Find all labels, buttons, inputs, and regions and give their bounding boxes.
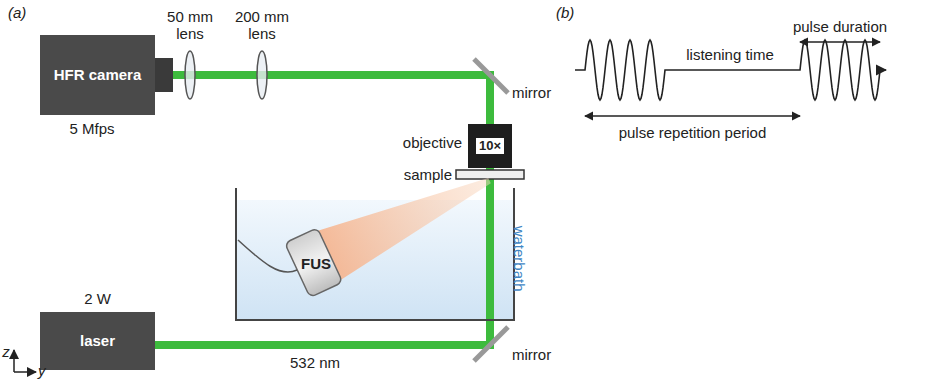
mirror-label: mirror [512,346,572,363]
dimension-label: pulse repetition period [600,124,785,141]
wavelength: 532 nm [280,354,350,371]
pulse-waveform [575,40,886,100]
power-label: 2 W [40,290,155,307]
axis-label: z [0,343,12,360]
laser-box: 2 Wlaser [40,312,155,370]
sample-label: sample [392,166,452,183]
axis [14,371,36,373]
frame-rate: 5 Mfps [52,120,132,137]
fus-label: FUS [296,254,336,274]
node-label: HFR camera [54,66,142,83]
lens [257,51,267,99]
cable [238,240,297,272]
panel-label: (a) [8,4,48,21]
waterbath-tank: waterbathFUS [236,188,514,320]
node-label: waterbath [510,226,527,292]
node-label: 10× [476,138,504,155]
node-label: laser [80,332,115,349]
interval-label: listening time [670,46,790,63]
camera-lens [155,58,173,92]
dimension-label: pulse duration [780,18,900,35]
dimension-arrow [585,115,800,116]
lens [185,51,195,99]
lens-label: 200 mm lens [226,8,298,43]
panel-label: (b) [556,4,596,21]
fus-transducer [285,153,502,297]
pulse-waveform [575,40,886,100]
mirror-label: mirror [512,84,572,101]
axis-label: y [38,362,52,379]
axis [13,350,15,372]
node-label: FUS [301,255,331,272]
mirror [474,59,508,93]
mirror [474,327,508,361]
camera-box: HFR camera [40,35,155,115]
objective-lens: 10× [468,124,512,168]
dimension-arrow [800,41,880,42]
sample-slide [456,170,524,179]
objective-label: objective [382,134,462,151]
lens-label: 50 mm lens [160,8,220,43]
